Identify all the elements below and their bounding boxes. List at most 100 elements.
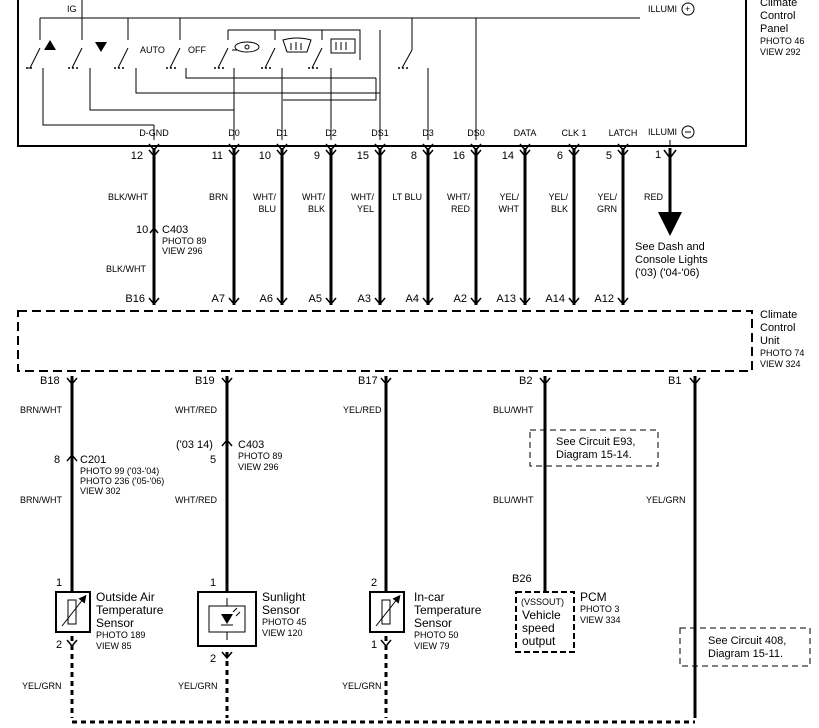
sunlight-circuit: B19 WHT/RED ('03 14) 5 C403 PHOTO 89 VIE… <box>175 375 306 691</box>
vss-circuit: B2 BLU/WHT See Circuit E93, Diagram 15-1… <box>493 375 659 653</box>
harness-pin-caret <box>519 149 531 158</box>
incar-photo: PHOTO 50 <box>414 630 458 640</box>
pcm-title: PCM <box>580 590 607 604</box>
oat-title-2: Temperature <box>96 603 164 617</box>
sun-pin-top: 1 <box>210 577 216 589</box>
unit-connector-label: A14 <box>545 293 565 305</box>
panel-pin-number: 5 <box>606 150 612 162</box>
b18-wire-bottom: BRN/WHT <box>20 495 62 505</box>
b18-wire-top: BRN/WHT <box>20 405 62 415</box>
wire-color-label: YEL/ <box>597 192 617 202</box>
oat-pin-top: 1 <box>56 577 62 589</box>
wire-color-label: YEL/ <box>548 192 568 202</box>
sun-wire-gnd: YEL/GRN <box>178 681 218 691</box>
panel-signal-label: D2 <box>325 128 337 138</box>
climate-control-unit: Climate Control Unit PHOTO 74 VIEW 324 <box>17 309 804 372</box>
unit-pin-caret <box>374 297 386 306</box>
harness-pin-caret <box>470 149 482 158</box>
c403-top-wire-below: BLK/WHT <box>106 264 147 274</box>
panel-pin-number: 11 <box>212 150 223 162</box>
pcm-view: VIEW 334 <box>580 615 621 625</box>
incar-title-2: Temperature <box>414 603 482 617</box>
wire-color-label: BLK <box>308 204 325 214</box>
unit-connector-label: A13 <box>496 293 516 305</box>
incar-pin-top: 2 <box>371 577 377 589</box>
wire-color-label: WHT/ <box>447 192 470 202</box>
vss-line-1: Vehicle <box>522 608 561 622</box>
harness-pin-caret <box>276 149 288 158</box>
panel-view: VIEW 292 <box>760 47 801 57</box>
illumi-wire-color: RED <box>644 192 664 202</box>
wire-color-label: BLU <box>258 204 276 214</box>
oat-view: VIEW 85 <box>96 641 132 651</box>
unit-connector-label: A5 <box>309 293 322 305</box>
unit-pin-caret <box>519 297 531 306</box>
b1-conn: B1 <box>668 375 681 387</box>
b19-conn: B19 <box>195 375 215 387</box>
panel-pin-number: 6 <box>557 150 563 162</box>
wire-color-label: BLK/WHT <box>108 192 149 202</box>
panel-signal-label: D0 <box>228 128 240 138</box>
panel-pin-number: 12 <box>131 150 143 162</box>
unit-connector-label: A12 <box>594 293 614 305</box>
thermistor-icon <box>369 591 405 633</box>
panel-title-2: Control <box>760 10 795 22</box>
defrost-icon <box>282 37 312 53</box>
see-dash-3: ('03) ('04-'06) <box>635 267 699 279</box>
sun-pin-bot: 2 <box>210 653 216 665</box>
c403-top-pin: 10 <box>136 224 148 236</box>
unit-view: VIEW 324 <box>760 359 801 369</box>
incar-title-3: Sensor <box>414 616 452 630</box>
see-dash-1: See Dash and <box>635 241 705 253</box>
panel-switches <box>26 18 413 69</box>
unit-pin-caret <box>617 297 629 306</box>
c403-top-connector: 10 C403 PHOTO 89 VIEW 296 BLK/WHT <box>106 224 206 274</box>
panel-signal-label: DS0 <box>467 128 485 138</box>
panel-signal-label: CLK 1 <box>561 128 586 138</box>
panel-pin-number: 10 <box>259 150 271 162</box>
minus-terminal-icon <box>681 125 695 139</box>
c403-view: VIEW 296 <box>238 462 279 472</box>
panel-title-3: Panel <box>760 23 788 35</box>
unit-pin-caret <box>470 297 482 306</box>
b2-conn: B2 <box>519 375 532 387</box>
pcm-pin: B26 <box>512 573 532 585</box>
harness-pin-caret <box>617 149 629 158</box>
panel-signal-label: LATCH <box>609 128 638 138</box>
wire-color-label: BRN <box>209 192 228 202</box>
unit-title-1: Climate <box>760 309 797 321</box>
panel-signal-label: D3 <box>422 128 434 138</box>
harness-pin-caret <box>148 149 160 158</box>
sun-view: VIEW 120 <box>262 628 303 638</box>
illumi-lead: 1 RED See Dash and Console Lights ('03) … <box>635 148 708 279</box>
c403-top-name: C403 <box>162 224 188 236</box>
b17-wire-top: YEL/RED <box>343 405 382 415</box>
sun-photo: PHOTO 45 <box>262 617 306 627</box>
b2-wire-bottom: BLU/WHT <box>493 495 534 505</box>
c403-top-view: VIEW 296 <box>162 246 203 256</box>
unit-pin-caret <box>276 297 288 306</box>
recirculation-icon <box>232 41 260 53</box>
harness-pin-caret <box>228 149 240 158</box>
wire-color-label: BLK <box>551 204 568 214</box>
c201-view: VIEW 302 <box>80 486 121 496</box>
oat-pin-bot: 2 <box>56 639 62 651</box>
b19-wire-top: WHT/RED <box>175 405 217 415</box>
panel-signal-label: DS1 <box>371 128 389 138</box>
see-dash-2: Console Lights <box>635 254 708 266</box>
b1-circuit: B1 YEL/GRN See Circuit 408, Diagram 15-1… <box>646 375 811 668</box>
harness-pin-caret <box>374 149 386 158</box>
unit-pin-caret <box>422 297 434 306</box>
c201-photo-2: PHOTO 236 ('05-'06) <box>80 476 164 486</box>
off-label: OFF <box>188 45 206 55</box>
unit-photo: PHOTO 74 <box>760 348 804 358</box>
c201-photo-1: PHOTO 99 ('03-'04) <box>80 466 159 476</box>
b17-conn: B17 <box>358 375 378 387</box>
oat-wire-gnd: YEL/GRN <box>22 681 62 691</box>
unit-connector-label: A4 <box>406 293 419 305</box>
wire-color-label: WHT/ <box>253 192 276 202</box>
auto-label: AUTO <box>140 45 165 55</box>
b18-conn: B18 <box>40 375 60 387</box>
c403-pin: 5 <box>210 454 216 466</box>
